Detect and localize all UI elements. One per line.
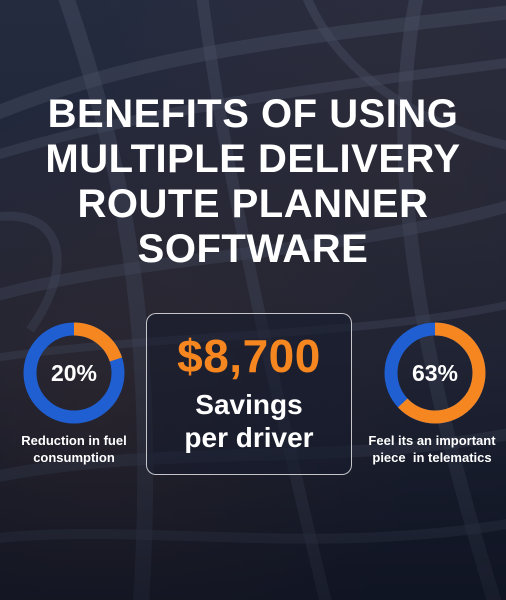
caption-line: consumption: [33, 450, 115, 465]
savings-label: Savings per driver: [147, 388, 351, 454]
title-line: ROUTE PLANNER: [77, 182, 429, 226]
title-line: BENEFITS OF USING: [47, 92, 459, 136]
savings-amount: $8,700: [177, 330, 321, 382]
caption-line: Feel its an important: [368, 433, 496, 448]
caption-line: piece in telematics: [372, 450, 492, 465]
telematics-caption: Feel its an important piece in telematic…: [352, 432, 506, 466]
ring-fill: [384, 322, 486, 424]
fuel-reduction-caption: Reduction in fuel consumption: [0, 432, 154, 466]
progress-ring: [384, 322, 486, 424]
fuel-reduction-ring: 20%: [19, 318, 129, 428]
savings-label-line: per driver: [184, 422, 314, 453]
progress-ring: [23, 322, 125, 424]
page-title: BENEFITS OF USING MULTIPLE DELIVERY ROUT…: [0, 92, 506, 272]
telematics-ring: 63%: [380, 318, 490, 428]
savings-card: $8,700 Savings per driver: [146, 313, 352, 475]
caption-line: Reduction in fuel: [21, 433, 127, 448]
savings-label-line: Savings: [195, 389, 303, 420]
title-line: SOFTWARE: [137, 227, 369, 271]
telematics-value: 63%: [411, 359, 459, 386]
title-line: MULTIPLE DELIVERY: [45, 137, 461, 181]
fuel-reduction-value: 20%: [50, 359, 98, 386]
ring-fill: [23, 322, 125, 424]
